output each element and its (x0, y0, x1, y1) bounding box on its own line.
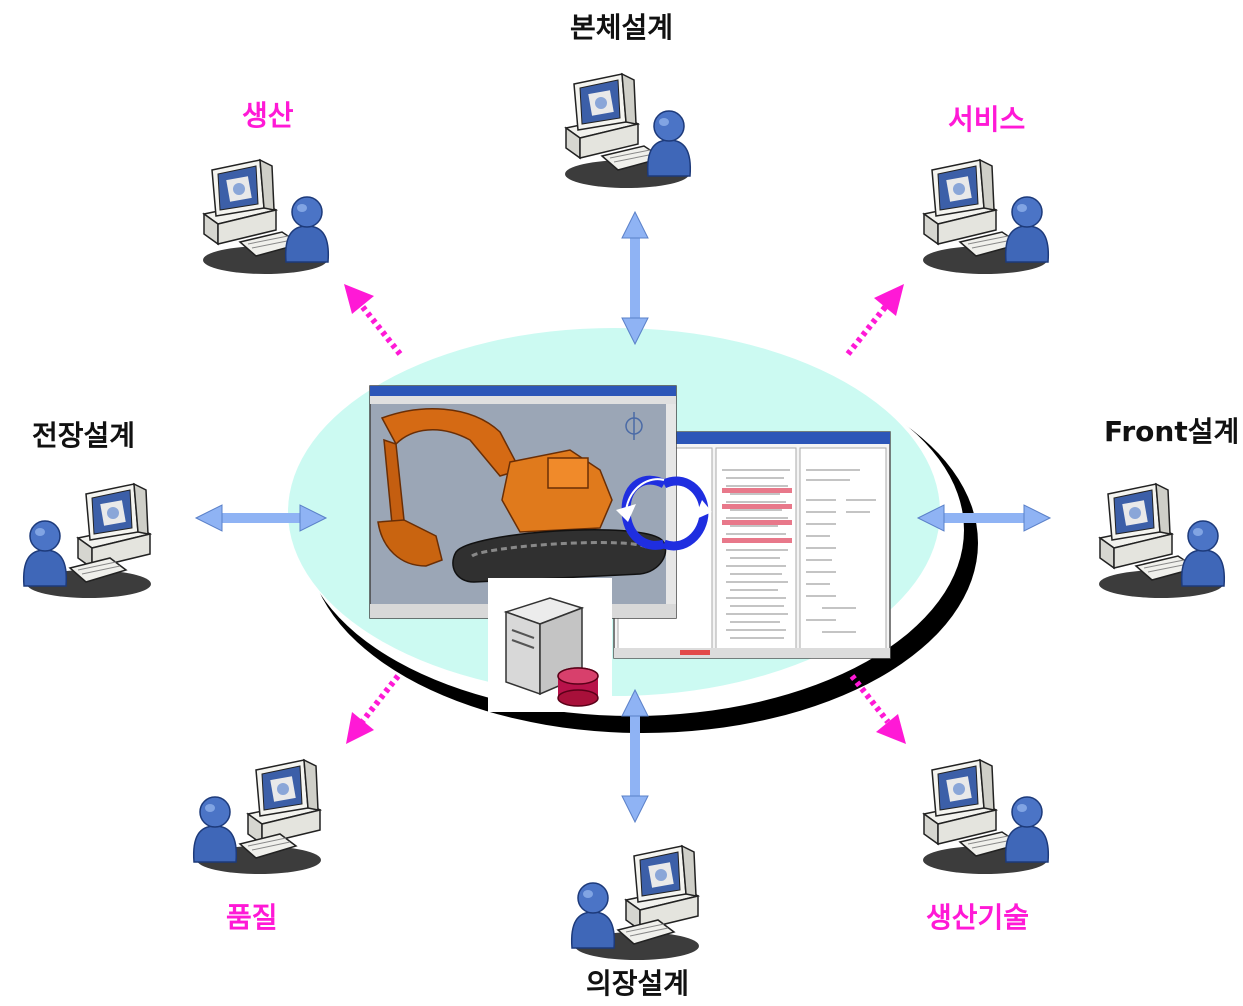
arrowhead-top-right (874, 284, 904, 316)
arrow-bottom-right (849, 674, 891, 724)
arrow-top-left (359, 304, 403, 356)
label-bottom: 의장설계 (586, 967, 690, 1000)
arrow-left (194, 504, 328, 532)
arrowhead-bottom-left (346, 712, 374, 744)
arrowhead-top-left (344, 284, 374, 314)
database-server-icon (488, 578, 612, 712)
label-top: 본체설계 (570, 11, 674, 44)
computer-user-icon (562, 838, 712, 968)
label-bottom-right: 생산기술 (926, 901, 1030, 934)
label-top-right: 서비스 (948, 103, 1026, 136)
two-way-arrows (194, 210, 1052, 824)
one-way-arrowheads (344, 284, 906, 744)
arrow-right (916, 504, 1052, 532)
computer-user-icon (910, 752, 1060, 882)
computer-user-icon (910, 152, 1060, 282)
label-left: 전장설계 (32, 419, 136, 452)
label-top-left: 생산 (242, 99, 294, 132)
arrow-top (621, 210, 649, 346)
computer-user-icon (1086, 476, 1236, 606)
sync-arrows-icon (616, 475, 712, 551)
label-right: Front설계 (1104, 415, 1240, 448)
arrow-bottom (621, 688, 649, 824)
arrow-top-right (845, 304, 889, 356)
computer-user-icon (184, 752, 334, 882)
arrow-bottom-left (359, 674, 401, 724)
computer-user-icon (552, 66, 702, 196)
computer-user-icon (14, 476, 164, 606)
arrowhead-bottom-right (876, 714, 906, 744)
label-bottom-left: 품질 (226, 901, 278, 934)
one-way-arrows (359, 304, 891, 724)
computer-user-icon (190, 152, 340, 282)
